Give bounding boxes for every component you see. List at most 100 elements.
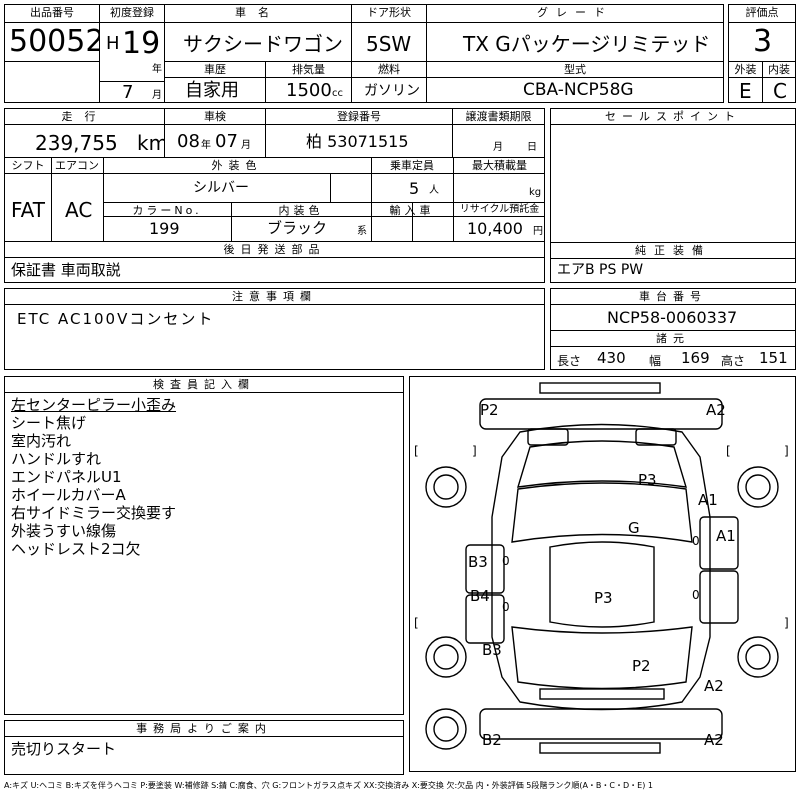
later-docs-label: 後日発送部品 [223,243,326,256]
grade-box: グレード TX Gパッケージリミテッド [426,4,724,62]
recycle-value: 10,400 [467,219,523,238]
zero-mark: 0 [692,588,700,602]
inspector-box: 検査員記入欄 左センターピラー小歪み シート焦げ 室内汚れ ハンドルすれ エンド… [4,376,404,715]
car-name: サクシードワゴン [183,32,343,56]
chassis-value: NCP58-0060337 [607,308,738,327]
inspector-line: 室内汚れ [11,432,72,450]
exterior-grade-label: 外装 [734,63,757,76]
inspector-line: エンドパネルU1 [11,468,122,486]
width-value: 169 [681,349,710,367]
inspector-line: 外装うすい線傷 [11,522,117,540]
damage-mark: A2 [704,677,724,695]
width-label: 幅 [649,354,662,368]
inspector-line: ヘッドレスト2コ欠 [11,540,141,558]
ext-color-value: シルバー [193,180,249,196]
mileage-unit: km [137,131,169,155]
interior-grade-value: C [773,79,787,103]
dims-label: 諸元 [656,332,690,345]
transfer-label: 譲渡書類期限 [465,110,532,123]
color-no-value: 199 [149,219,180,238]
import-label: 輸入車 [389,204,435,217]
mileage-label: 走行 [61,110,108,123]
transfer-box: 譲渡書類期限 月 日 [452,108,545,158]
later-docs-value: 保証書 車両取説 [11,261,121,279]
notes-label: 注意事項欄 [232,290,317,303]
max-load-unit: kg [529,187,542,198]
bracket-mark: ] [472,444,477,458]
zero-mark: 0 [502,554,510,568]
damage-mark: G [628,519,640,537]
inspector-line: シート焦げ [11,414,87,432]
wheel-front-left [425,466,467,508]
car-name-label: 車名 [235,6,281,19]
exterior-grade-value: E [739,79,752,103]
car-diagram: P2 A2 P3 A1 G A1 B3 B4 P3 B3 P2 A2 B2 A2… [414,382,789,754]
shift-value: FAT [11,198,46,222]
damage-diagram-box: P2 A2 P3 A1 G A1 B3 B4 P3 B3 P2 A2 B2 A2… [409,376,796,772]
inspector-line: ハンドルすれ [11,450,102,468]
right-rear-door [699,570,739,624]
recycle-unit: 円 [533,226,543,237]
color-no-label: カラーNo. [132,204,202,217]
rear-bumper-shape [479,708,723,740]
capacity-value: 5 [409,179,420,198]
first-registration-box: 初度登録 H 19 年 7 月 [99,4,165,103]
bracket-mark: [ [414,444,419,458]
inspection-month-unit: 月 [241,140,251,151]
int-color-label: 内装色 [278,204,324,217]
mileage-value: 239,755 [35,131,118,155]
wheel-front-right [737,466,779,508]
bracket-mark: ] [784,444,789,458]
right-front-door [699,516,739,570]
front-bumper-shape [479,398,723,430]
door-box: ドア形状 5SW [351,4,427,62]
bracket-mark: [ [726,444,731,458]
left-front-door [465,544,505,594]
model-code-label: 型式 [564,63,586,76]
int-color-unit: 系 [357,226,367,237]
fuel-box: 燃料 ガソリン [351,61,427,103]
inspector-line: 左センターピラー小歪み [11,396,177,414]
equipment-value: エアB PS PW [557,262,644,278]
fuel-label: 燃料 [378,63,400,76]
damage-mark: B4 [470,587,490,605]
lot-number-label: 出品番号 [30,6,74,19]
transfer-day-unit: 日 [527,142,537,153]
inspector-line: 右サイドミラー交換要す [11,504,177,522]
later-docs-box: 後日発送部品 保証書 車両取説 [4,241,545,283]
spare-wheel [425,708,467,750]
height-label: 高さ [721,354,746,368]
model-code-value: CBA-NCP58G [523,80,634,100]
zero-mark: 0 [502,600,510,614]
office-text: 売切りスタート [11,740,117,758]
damage-mark: A1 [698,491,718,509]
model-code-box: 型式 CBA-NCP58G [426,61,724,103]
displacement-box: 排気量 1500 cc [265,61,352,103]
damage-mark: B3 [468,553,488,571]
lot-number: 50052 [9,24,105,59]
ac-label: エアコン [55,159,99,172]
fuel-value: ガソリン [364,83,420,99]
damage-mark: A1 [716,527,736,545]
displacement-value: 1500 [286,80,332,101]
equipment-label: 純正装備 [635,244,711,257]
sales-point-box: セールスポイント 純正装備 エアB PS PW [550,108,796,283]
history-value: 自家用 [185,80,239,101]
inspector-notes: 左センターピラー小歪み シート焦げ 室内汚れ ハンドルすれ エンドパネルU1 ホ… [11,396,176,558]
year-value: 19 [122,26,161,61]
registration-label: 登録番号 [337,110,381,123]
length-label: 長さ [557,354,582,368]
mileage-box: 走行 239,755 km [4,108,169,158]
grade-label: グレード [537,6,613,19]
history-label: 車歴 [204,63,226,76]
length-value: 430 [597,349,626,367]
history-box: 車歴 自家用 [164,61,266,103]
inspection-label: 車検 [204,110,226,123]
displacement-unit: cc [332,88,343,99]
registration-box: 登録番号 柏 53071515 [265,108,453,158]
inspector-label: 検査員記入欄 [153,378,255,391]
sales-point-label: セールスポイント [605,110,741,123]
hood-shape [517,440,687,488]
score-label: 評価点 [745,6,779,19]
inspection-month: 07 [215,131,238,152]
